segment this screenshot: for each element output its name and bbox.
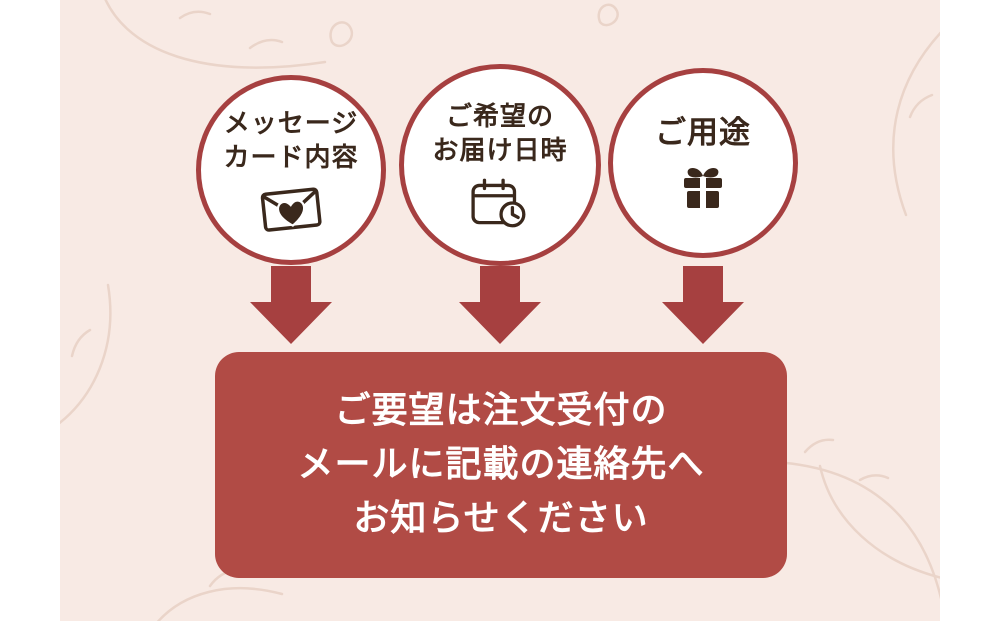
notice-line: お知らせください xyxy=(353,498,649,539)
step-label-line: ご用途 xyxy=(655,114,751,151)
envelope-heart-icon xyxy=(260,187,322,232)
step-circle-message-card: メッセージ カード内容 xyxy=(196,75,386,265)
step-label-line: お届け日時 xyxy=(432,135,568,166)
step-label: ご用途 xyxy=(655,114,751,154)
background-panel: メッセージ カード内容 ご希望の お届け日時 xyxy=(60,0,940,621)
step-label-line: メッセージ xyxy=(223,109,359,140)
step-label: ご希望の お届け日時 xyxy=(432,101,567,168)
decorative-branches-icon xyxy=(60,0,940,621)
down-arrow-icon xyxy=(459,266,541,344)
down-arrow-icon xyxy=(662,266,744,344)
step-circle-purpose: ご用途 xyxy=(608,68,798,258)
gift-icon xyxy=(684,168,722,209)
notice-line: メールに記載の連絡先へ xyxy=(297,444,705,485)
notice-line: ご要望は注文受付の xyxy=(334,390,668,431)
down-arrow-icon xyxy=(250,266,332,344)
calendar-clock-icon xyxy=(471,178,526,228)
step-label-line: カード内容 xyxy=(223,142,359,173)
step-circle-delivery-date: ご希望の お届け日時 xyxy=(399,64,601,266)
step-label: メッセージ カード内容 xyxy=(223,108,358,175)
step-label-line: ご希望の xyxy=(445,102,554,133)
notice-box: ご要望は注文受付の メールに記載の連絡先へ お知らせください xyxy=(215,352,787,578)
